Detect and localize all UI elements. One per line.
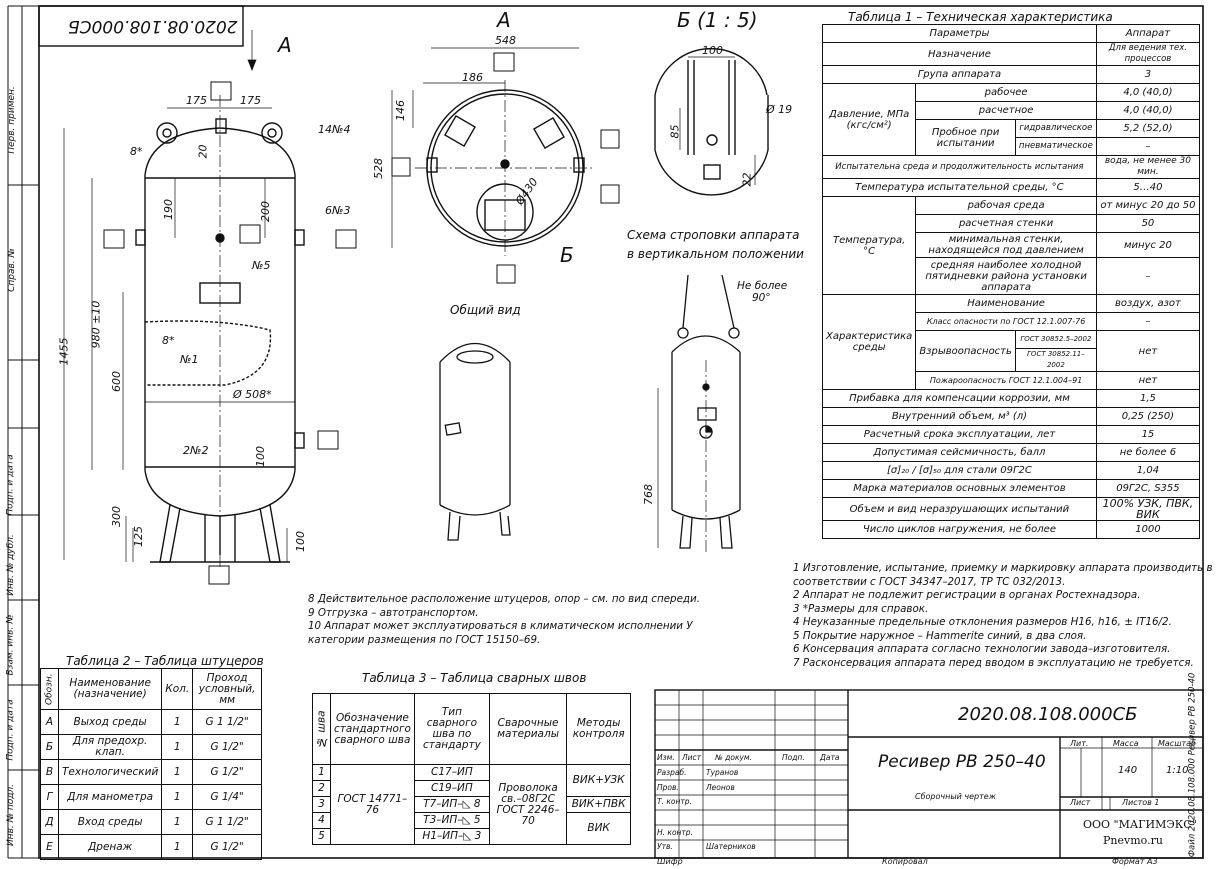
dim-125: 125 bbox=[132, 526, 145, 547]
sling-title-2: в вертикальном положении bbox=[627, 247, 804, 261]
dim-508: Ø 508* bbox=[233, 388, 272, 401]
dim-85: 85 bbox=[668, 124, 682, 139]
titleblock-izm: Изм. bbox=[657, 753, 675, 762]
titleblock-massa-val: 140 bbox=[1118, 765, 1138, 776]
notes-right: 1 Изготовление, испытание, приемку и мар… bbox=[793, 562, 1213, 669]
dim-200: 200 bbox=[259, 201, 272, 222]
titleblock-prov: Пров. bbox=[657, 783, 679, 792]
notes-left: 8 Действительное расположение штуцеров, … bbox=[308, 593, 700, 646]
stamp-podp-data-2: Подп. и дата bbox=[5, 699, 16, 761]
view-label-a-top: А bbox=[497, 8, 511, 32]
titleblock-masshtab: Масштаб bbox=[1158, 739, 1197, 748]
dim-100-detail: 100 bbox=[702, 44, 723, 57]
note-6n3: 6№3 bbox=[325, 204, 351, 217]
dim-146: 146 bbox=[394, 100, 407, 121]
titleblock-izm-podp: Подп. bbox=[782, 753, 805, 762]
sling-angle: 90° bbox=[752, 292, 771, 304]
note-n1: №1 bbox=[180, 353, 199, 366]
titleblock-massa: Масса bbox=[1113, 739, 1139, 748]
view-label-b: Б bbox=[560, 243, 574, 267]
general-view-title: Общий вид bbox=[450, 303, 521, 317]
note-14n4: 14№4 bbox=[318, 123, 351, 136]
titleblock-utv-name: Шатерников bbox=[706, 842, 756, 851]
table-2-nozzles: Обозн. Наименование (назначение) Кол. Пр… bbox=[40, 668, 262, 860]
dim-186: 186 bbox=[462, 71, 483, 84]
dim-8-top: 8* bbox=[130, 145, 143, 158]
titleblock-listov: Листов 1 bbox=[1122, 798, 1160, 807]
dim-1455: 1455 bbox=[57, 337, 71, 366]
dim-528: 528 bbox=[372, 158, 385, 179]
titleblock-izm-doc: № докум. bbox=[715, 753, 752, 762]
general-view bbox=[439, 342, 511, 541]
titleblock-list: Лист bbox=[1070, 798, 1091, 807]
titleblock-nkontr: Н. контр. bbox=[657, 828, 693, 837]
titleblock-razrab-name: Туранов bbox=[706, 768, 739, 777]
titleblock-name: Ресивер РВ 250–40 bbox=[878, 752, 1046, 772]
titleblock-org1: ООО "МАГИМЭКС" bbox=[1083, 818, 1197, 831]
table2-title: Таблица 2 – Таблица штуцеров bbox=[66, 654, 264, 668]
footer-format: Формат А3 bbox=[1112, 857, 1158, 866]
view-label-b-scale: Б (1 : 5) bbox=[677, 8, 758, 32]
drawing-code-inverted: 2020.08.108.000СБ bbox=[68, 16, 238, 36]
dim-980: 980 ±10 bbox=[89, 300, 103, 349]
stamp-podp-data-1: Подп. и дата bbox=[5, 454, 16, 516]
titleblock-tkontr: Т. контр. bbox=[657, 797, 692, 806]
dim-600: 600 bbox=[110, 371, 123, 392]
dim-8-mid: 8* bbox=[162, 334, 175, 347]
stamp-inv-podl: Инв. № подл. bbox=[6, 783, 17, 847]
stamp-inv-dubl: Инв. № дубл. bbox=[5, 534, 16, 596]
note-2n2: 2№2 bbox=[183, 444, 209, 457]
dim-100-side: 100 bbox=[254, 446, 267, 467]
dim-768: 768 bbox=[642, 484, 655, 505]
titleblock-masshtab-val: 1:10 bbox=[1166, 765, 1189, 776]
view-label-a-front: А bbox=[278, 33, 292, 57]
detail-b bbox=[654, 47, 769, 196]
dim-300: 300 bbox=[110, 506, 123, 527]
stamp-perv-primen: Перв. примен. bbox=[6, 86, 17, 154]
table3-title: Таблица 3 – Таблица сварных швов bbox=[362, 671, 587, 685]
dim-175a: 175 bbox=[186, 94, 207, 107]
titleblock-utv: Утв. bbox=[657, 842, 673, 851]
footer-kopir: Копировал bbox=[882, 857, 928, 866]
titleblock-razrab: Разраб. bbox=[657, 768, 687, 777]
dim-190: 190 bbox=[162, 199, 175, 220]
dim-175b: 175 bbox=[240, 94, 261, 107]
stamp-vzam-inv: Взам. инв. № bbox=[5, 614, 16, 676]
table1-title: Таблица 1 – Техническая характеристика bbox=[848, 10, 1113, 24]
titleblock-prov-name: Леонов bbox=[706, 783, 735, 792]
table-3-welds: № шва Обозначение стандартного сварного … bbox=[312, 693, 631, 845]
dim-22: 22 bbox=[740, 172, 754, 187]
titleblock-izm-data: Дата bbox=[820, 753, 840, 762]
sling-not-more: Не более bbox=[737, 280, 788, 292]
sling-title-1: Схема строповки аппарата bbox=[627, 228, 800, 242]
titleblock-code: 2020.08.108.000СБ bbox=[958, 704, 1138, 725]
footer-shifr: Шифр bbox=[657, 857, 683, 866]
titleblock-lit: Лит. bbox=[1070, 739, 1089, 748]
note-n5: №5 bbox=[252, 259, 271, 272]
dim-100-foot: 100 bbox=[294, 531, 307, 552]
titleblock-doc: Сборочный чертеж bbox=[915, 792, 996, 801]
stamp-sprav: Справ. № bbox=[6, 248, 17, 292]
dim-20-top: 20 bbox=[196, 144, 210, 159]
titleblock-org2: Pnevmo.ru bbox=[1103, 834, 1163, 847]
titleblock-izm-list: Лист bbox=[682, 753, 702, 762]
dim-548: 548 bbox=[495, 34, 516, 47]
dim-19: Ø 19 bbox=[766, 103, 793, 116]
